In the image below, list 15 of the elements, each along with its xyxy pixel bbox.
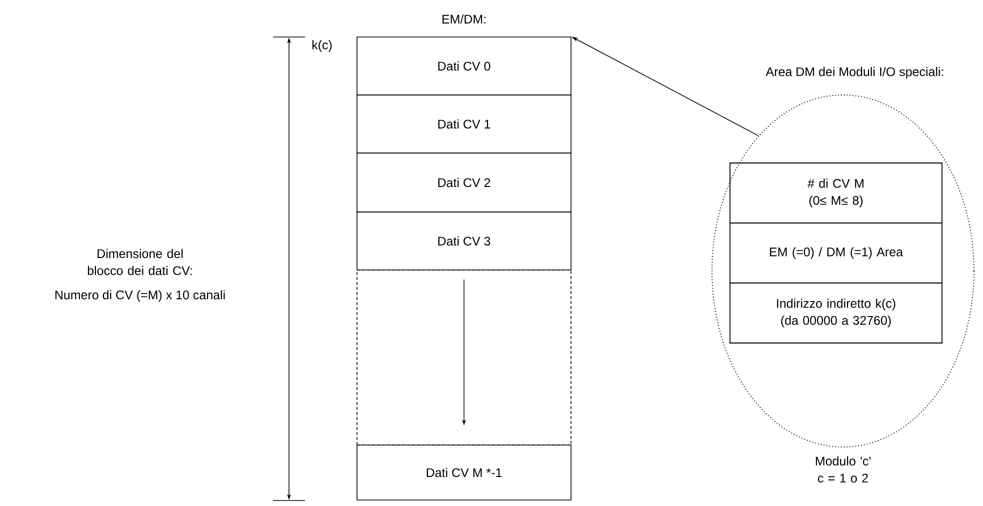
dimension-text: Dimensione del blocco dei dati CV: [88, 248, 192, 276]
table-cell: # di CV M (0≤ M≤ 8) [730, 162, 942, 224]
data-block: Dati CV M *-1 [356, 444, 572, 500]
continuation-box [356, 270, 572, 446]
address-label: k(c) [312, 40, 332, 52]
data-block: Dati CV 3 [356, 212, 572, 270]
node-label: Area DM dei Moduli I/O speciali: [766, 66, 944, 79]
table-cell: EM (=0) / DM (=1) Area [730, 222, 942, 284]
table-cell: Indirizzo indiretto k(c) (da 00000 a 32760) [730, 282, 942, 344]
dimension-text: Numero di CV (=M) x 10 canali [55, 290, 225, 302]
label-text: EM/DM: [442, 14, 486, 24]
data-block: Dati CV 1 [356, 94, 572, 154]
data-block: Dati CV 2 [356, 152, 572, 212]
data-block: Dati CV 0 [356, 36, 572, 96]
node-label: Modulo 'c' c = 1 o 2 [816, 456, 870, 483]
